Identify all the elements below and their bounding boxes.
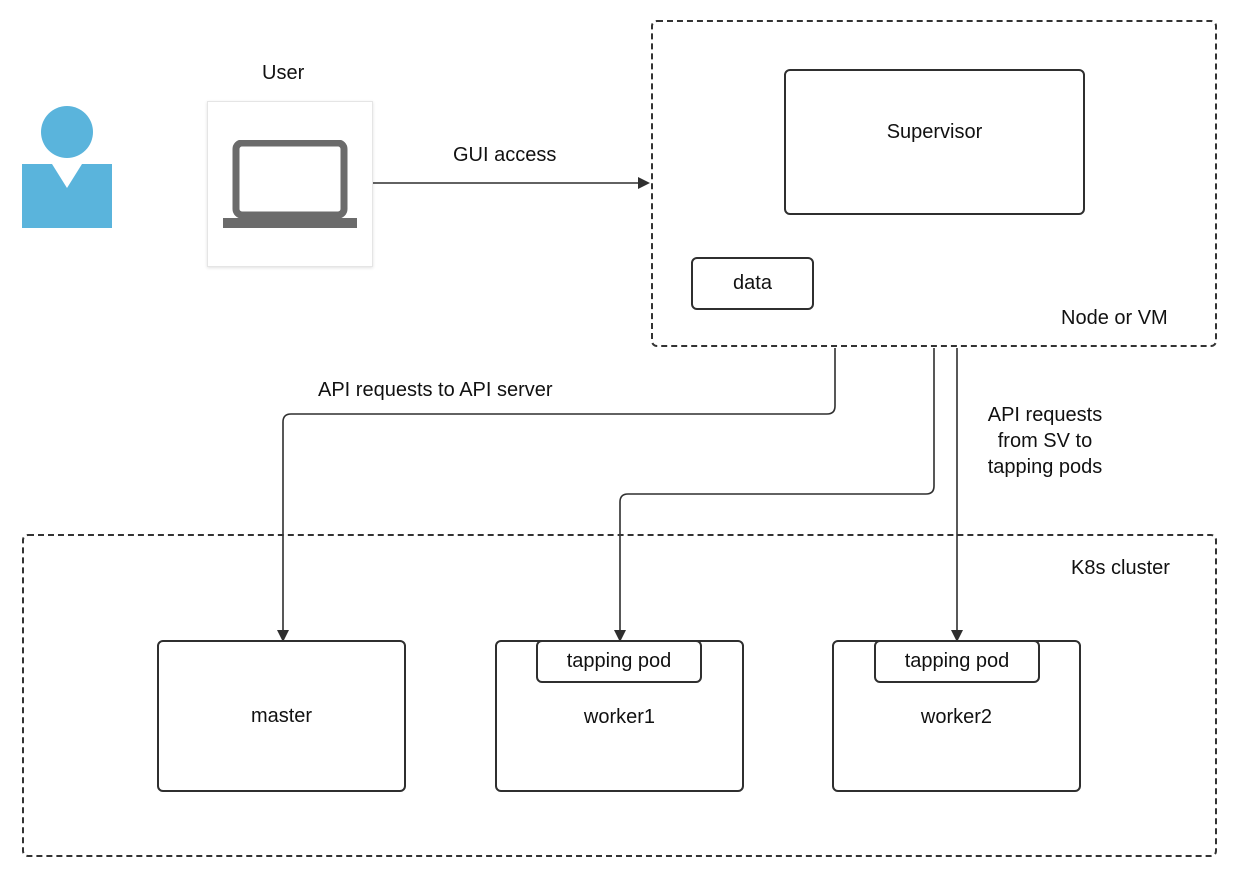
data-box[interactable]: data — [691, 257, 814, 310]
user-laptop[interactable] — [207, 101, 373, 267]
master-node[interactable]: master — [157, 640, 406, 792]
node-or-vm-label: Node or VM — [1061, 307, 1168, 329]
worker1-arrow — [614, 348, 935, 642]
data-label: data — [733, 272, 772, 294]
gui-access-label: GUI access — [453, 144, 557, 166]
tapping-pod-label: tapping pod — [566, 650, 672, 672]
k8s-cluster-label: K8s cluster — [1071, 557, 1170, 579]
person-icon — [22, 106, 112, 228]
api-from-sv-line1: API requests — [987, 404, 1103, 426]
node-or-vm-container — [651, 20, 1217, 347]
tapping-pod-worker1[interactable]: tapping pod — [536, 640, 702, 683]
master-label: master — [250, 704, 313, 727]
tapping-pod-worker2[interactable]: tapping pod — [874, 640, 1040, 683]
worker1-label: worker1 — [583, 706, 656, 728]
api-server-label: API requests to API server — [318, 379, 553, 401]
worker2-label: worker2 — [920, 706, 993, 728]
api-from-sv-line3: tapping pods — [987, 456, 1103, 478]
supervisor-box[interactable]: Supervisor — [784, 69, 1085, 215]
laptop-icon — [222, 139, 358, 230]
supervisor-label: Supervisor — [886, 120, 983, 143]
k8s-cluster-container — [22, 534, 1217, 857]
user-label: User — [262, 62, 305, 84]
api-from-sv-label: API requests from SV to tapping pods — [970, 402, 1120, 480]
api-server-arrow — [277, 348, 836, 642]
tapping-pod-label: tapping pod — [904, 650, 1010, 672]
api-from-sv-line2: from SV to — [997, 430, 1093, 452]
